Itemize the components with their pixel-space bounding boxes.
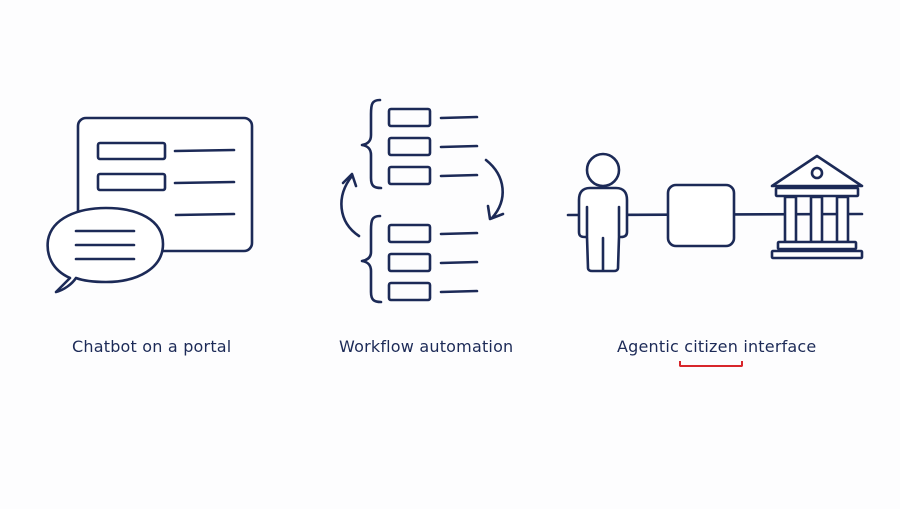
workflow-list-icon-top	[360, 98, 479, 190]
speech-bubble-icon	[46, 206, 165, 294]
government-building-icon	[770, 154, 864, 260]
citizen-highlight-underline	[679, 361, 743, 367]
agent-box-icon	[666, 183, 736, 248]
caption-chatbot-on-portal: Chatbot on a portal	[72, 337, 232, 356]
caption-agentic-citizen-interface: Agentic citizen interface	[617, 337, 817, 356]
caption-workflow-automation: Workflow automation	[339, 337, 514, 356]
person-icon	[577, 152, 629, 273]
cycle-arrow-icon	[340, 158, 505, 238]
workflow-list-icon-bottom	[360, 214, 479, 304]
